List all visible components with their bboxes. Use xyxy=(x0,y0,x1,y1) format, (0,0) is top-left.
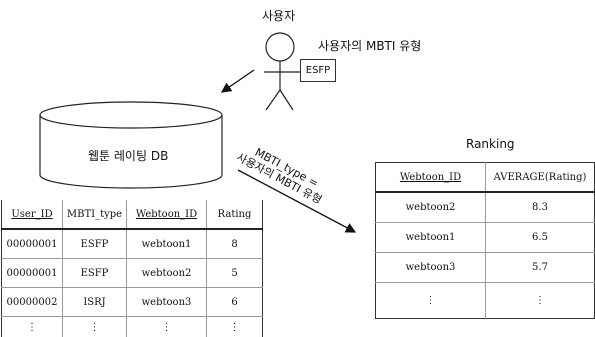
database-cylinder xyxy=(40,102,222,188)
cell-average-rating: 8.3 xyxy=(486,192,595,223)
ranking-title: Ranking xyxy=(466,138,515,150)
table-row: webtoon1 6.5 xyxy=(376,223,595,253)
cell-ellipsis: ⋮ xyxy=(207,317,263,337)
table-row: 00000002 ISRJ webtoon3 6 xyxy=(2,288,263,317)
rating-table-header: User_ID MBTI_type Webtoon_ID Rating xyxy=(2,200,263,229)
col-header-mbti-type: MBTI_type xyxy=(63,200,127,229)
cell-rating: 5 xyxy=(207,259,263,288)
table-row-ellipsis: ⋮ ⋮ xyxy=(376,283,595,319)
cell-webtoon-id: webtoon2 xyxy=(376,192,486,223)
cell-mbti-type: ESFP xyxy=(63,259,127,288)
table-row-ellipsis: ⋮ ⋮ ⋮ ⋮ xyxy=(2,317,263,337)
database-label: 웹툰 레이팅 DB xyxy=(88,150,168,162)
cell-webtoon-id: webtoon2 xyxy=(127,259,207,288)
cell-average-rating: 5.7 xyxy=(486,253,595,283)
user-stick-figure xyxy=(264,33,300,110)
table-row: 00000001 ESFP webtoon2 5 xyxy=(2,259,263,288)
user-mbti-value-box: ESFP xyxy=(300,59,336,82)
user-mbti-label: 사용자의 MBTI 유형 xyxy=(318,40,421,52)
cell-user-id: 00000002 xyxy=(2,288,63,317)
ranking-table: Webtoon_ID AVERAGE(Rating) webtoon2 8.3 … xyxy=(375,162,595,319)
cell-user-id: 00000001 xyxy=(2,259,63,288)
table-row: webtoon2 8.3 xyxy=(376,192,595,223)
table-row: 00000001 ESFP webtoon1 8 xyxy=(2,229,263,259)
cell-webtoon-id: webtoon3 xyxy=(376,253,486,283)
cell-average-rating: 6.5 xyxy=(486,223,595,253)
user-mbti-value: ESFP xyxy=(306,65,330,76)
cell-webtoon-id: webtoon1 xyxy=(127,229,207,259)
user-to-db-arrow xyxy=(222,70,254,92)
cell-rating: 8 xyxy=(207,229,263,259)
cell-ellipsis: ⋮ xyxy=(127,317,207,337)
cell-ellipsis: ⋮ xyxy=(376,283,486,319)
col-header-webtoon-id: Webtoon_ID xyxy=(376,163,486,193)
cell-mbti-type: ISRJ xyxy=(63,288,127,317)
user-title: 사용자 xyxy=(262,10,295,22)
table-row: webtoon3 5.7 xyxy=(376,253,595,283)
cell-webtoon-id: webtoon1 xyxy=(376,223,486,253)
col-header-average-rating: AVERAGE(Rating) xyxy=(486,163,595,193)
col-header-user-id: User_ID xyxy=(2,200,63,229)
rating-table: User_ID MBTI_type Webtoon_ID Rating 0000… xyxy=(1,200,263,337)
col-header-webtoon-id: Webtoon_ID xyxy=(127,200,207,229)
cell-rating: 6 xyxy=(207,288,263,317)
ranking-table-header: Webtoon_ID AVERAGE(Rating) xyxy=(376,163,595,193)
cell-ellipsis: ⋮ xyxy=(486,283,595,319)
cell-webtoon-id: webtoon3 xyxy=(127,288,207,317)
cell-user-id: 00000001 xyxy=(2,229,63,259)
col-header-rating: Rating xyxy=(207,200,263,229)
cell-ellipsis: ⋮ xyxy=(63,317,127,337)
cell-mbti-type: ESFP xyxy=(63,229,127,259)
cell-ellipsis: ⋮ xyxy=(2,317,63,337)
